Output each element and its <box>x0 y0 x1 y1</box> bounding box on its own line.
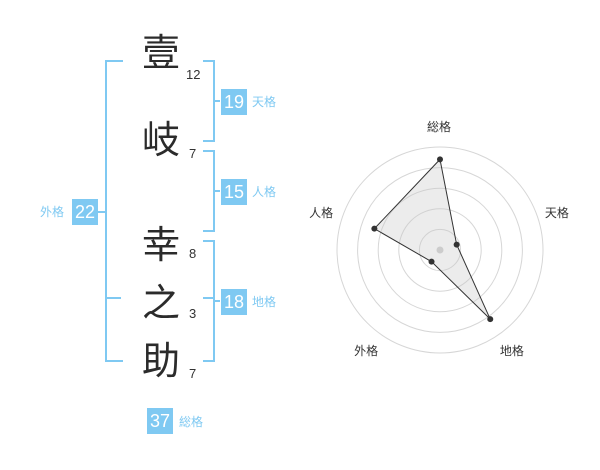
gaikaku-bracket <box>105 60 123 362</box>
radar-grid-ring-4 <box>357 167 523 333</box>
radar-axis-label-5: 人格 <box>309 205 334 220</box>
tenkaku-value-badge: 19 <box>221 89 247 115</box>
chikaku-label: 地格 <box>252 295 277 309</box>
gaikaku-bracket-tick <box>105 297 121 299</box>
chikaku-value-badge: 18 <box>221 289 247 315</box>
jinkaku-bracket-connector <box>213 190 220 192</box>
chikaku-bracket-connector <box>213 300 220 302</box>
tenkaku-label: 天格 <box>252 95 277 109</box>
radar-grid-ring-2 <box>398 208 482 292</box>
radar-grid-ring-5 <box>336 146 544 354</box>
radar-value-polygon <box>373 158 491 320</box>
gaikaku-label: 外格 <box>40 205 65 219</box>
radar-axis-label-1: 総格 <box>427 120 452 134</box>
radar-axis-label-4: 外格 <box>354 344 379 359</box>
jinkaku-label: 人格 <box>252 185 277 199</box>
radar-axis-label-3: 地格 <box>499 344 524 359</box>
radar-axis-label-2: 天格 <box>544 205 569 220</box>
stroke-count-1: 12 <box>186 67 201 82</box>
name-char-5: 助 <box>141 339 180 383</box>
soukaku-label: 総格 <box>179 415 204 429</box>
gaikaku-value-badge: 22 <box>72 199 98 225</box>
radar-point-5 <box>371 225 378 232</box>
radar-point-2 <box>453 241 460 248</box>
soukaku-value-badge: 37 <box>147 408 173 434</box>
stroke-count-5: 7 <box>189 366 197 381</box>
radar-point-1 <box>437 156 443 163</box>
name-char-1: 壹 <box>141 31 180 75</box>
stroke-count-3: 8 <box>189 246 197 261</box>
radar-center-point <box>436 246 444 254</box>
name-char-4: 之 <box>141 281 180 325</box>
name-char-3: 幸 <box>141 223 180 267</box>
jinkaku-value-badge: 15 <box>221 179 247 205</box>
radar-grid-ring-3 <box>377 187 503 313</box>
tenkaku-bracket-connector <box>213 100 220 102</box>
gaikaku-bracket-connector <box>96 211 105 213</box>
stroke-count-4: 3 <box>189 306 197 321</box>
name-char-2: 岐 <box>141 118 180 162</box>
stroke-count-2: 7 <box>189 146 197 161</box>
radar-point-3 <box>487 316 494 323</box>
chikaku-bracket-tick <box>203 297 213 299</box>
radar-point-4 <box>428 258 435 265</box>
